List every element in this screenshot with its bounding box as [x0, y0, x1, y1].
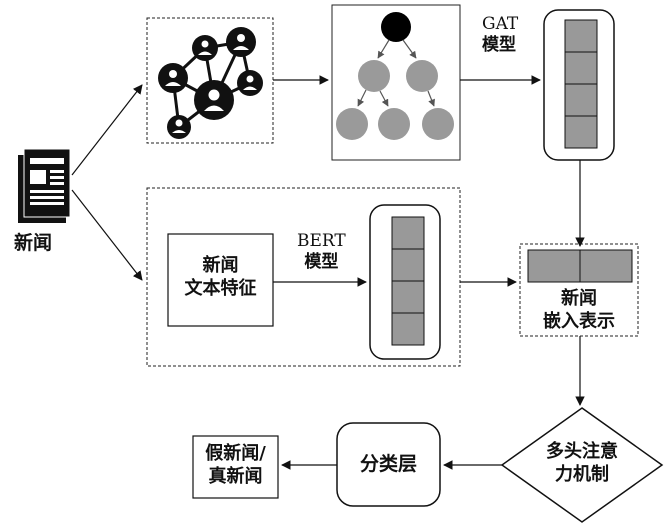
output-line1: 假新闻/ — [205, 443, 266, 464]
gat-label-line2: 模型 — [482, 35, 516, 56]
social-graph-box — [146, 17, 274, 144]
gat-vector-cells — [564, 19, 598, 149]
text-features-box — [167, 233, 274, 327]
output-label: 假新闻/ 真新闻 — [193, 443, 278, 488]
gat-label: GAT 模型 — [482, 14, 518, 57]
flow-arrows — [71, 75, 585, 470]
embedding-label: 新闻 嵌入表示 — [520, 288, 638, 333]
tree-graph — [336, 12, 454, 140]
news-document-icon — [18, 148, 71, 223]
attention-label: 多头注意 力机制 — [502, 441, 662, 486]
bert-label: BERT 模型 — [297, 231, 346, 274]
user-node-icons — [158, 27, 263, 139]
text-features-line1: 新闻 — [202, 255, 239, 276]
classifier-label: 分类层 — [359, 453, 417, 475]
embedding-line1: 新闻 — [561, 288, 597, 309]
embedding-vector-cells — [527, 249, 633, 283]
attention-line1: 多头注意 — [546, 441, 618, 462]
attention-line2: 力机制 — [555, 463, 609, 485]
gat-label-line1: GAT — [482, 14, 519, 34]
output-box — [192, 435, 279, 499]
embedding-line2: 嵌入表示 — [543, 310, 615, 332]
news-label: 新闻 — [14, 232, 53, 254]
bert-vector-cells — [391, 216, 425, 346]
text-features-line2: 文本特征 — [184, 277, 257, 299]
text-features-label: 新闻 文本特征 — [168, 255, 273, 300]
bert-label-line2: 模型 — [304, 252, 339, 273]
attention-diamond — [500, 407, 664, 523]
bert-label-line1: BERT — [297, 231, 346, 251]
text-branch-box — [146, 187, 461, 367]
output-line2: 真新闻 — [208, 465, 263, 487]
